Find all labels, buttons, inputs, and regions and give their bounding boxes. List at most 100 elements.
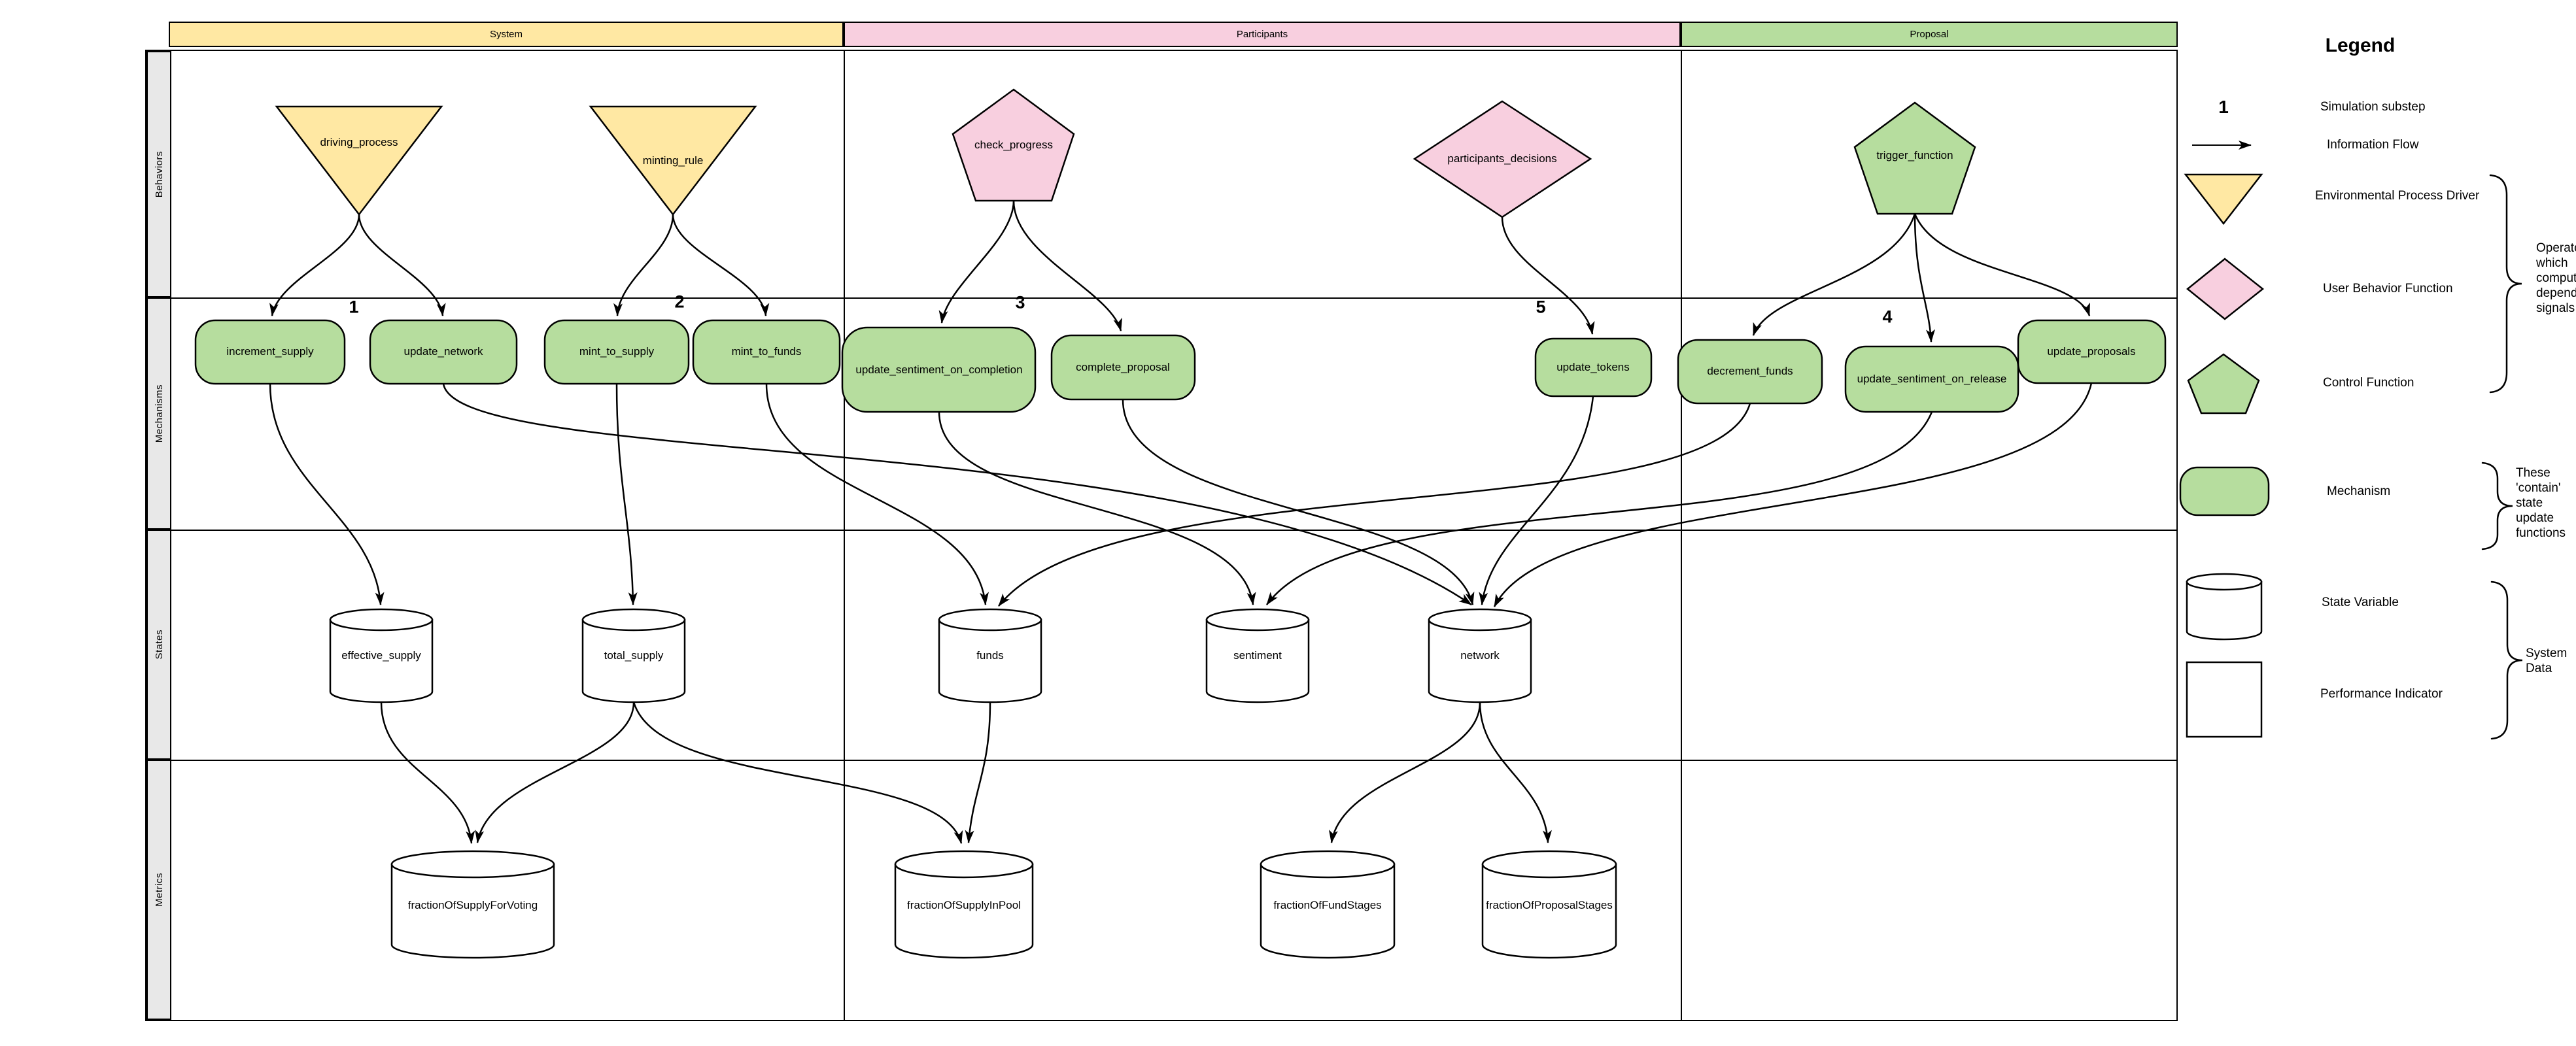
node-participants_decisions-label: participants_decisions xyxy=(1447,152,1557,165)
node-total_supply-shape[interactable] xyxy=(581,608,686,703)
legend-performance-indicator-icon xyxy=(2186,661,2263,738)
node-decrement_funds-shape[interactable] xyxy=(1677,339,1823,405)
node-participants_decisions-shape[interactable] xyxy=(1413,100,1592,218)
node-fractionOfFundStages-label: fractionOfFundStages xyxy=(1273,899,1382,911)
row-header-states: States xyxy=(146,530,171,760)
node-update_network-shape[interactable] xyxy=(369,319,518,385)
edge-participants_decisions-update_tokens[interactable] xyxy=(1501,216,1595,335)
edge-network-fractionOfFundStages[interactable] xyxy=(1329,701,1481,843)
edge-check_progress-update_sentiment_on_completion[interactable] xyxy=(938,200,1015,324)
legend-item-control-function: Control Function xyxy=(2323,376,2414,390)
edge-complete_proposal-network[interactable] xyxy=(1122,399,1475,605)
node-driving_process-label: driving_process xyxy=(320,136,398,148)
edge-funds-fractionOfSupplyInPool[interactable] xyxy=(965,701,991,843)
edge-total_supply-fractionOfSupplyForVoting[interactable] xyxy=(475,701,635,843)
node-update_sentiment_on_completion-shape[interactable] xyxy=(841,326,1037,413)
node-minting_rule-label: minting_rule xyxy=(642,154,704,167)
substep-number-2: 2 xyxy=(674,292,685,312)
lane-header-participants: Participants xyxy=(844,22,1681,47)
node-fractionOfSupplyInPool-label: fractionOfSupplyInPool xyxy=(907,899,1021,911)
legend-item-simulation-substep: Simulation substep xyxy=(2320,100,2426,114)
edge-decrement_funds-funds[interactable] xyxy=(998,403,1751,607)
column-divider xyxy=(844,51,845,1020)
node-driving_process-shape[interactable] xyxy=(275,105,443,216)
substep-number-5: 5 xyxy=(1536,297,1546,317)
node-update_proposals-shape[interactable] xyxy=(2017,319,2167,384)
edge-effective_supply-fractionOfSupplyForVoting[interactable] xyxy=(380,701,475,844)
node-mint_to_supply-label: mint_to_supply xyxy=(579,345,655,358)
edge-check_progress-complete_proposal[interactable] xyxy=(1012,200,1122,331)
edge-increment_supply-effective_supply[interactable] xyxy=(269,383,385,605)
node-complete_proposal-label: complete_proposal xyxy=(1076,361,1170,373)
edge-update_sentiment_on_completion-sentiment[interactable] xyxy=(938,411,1256,605)
lane-header-proposal-label: Proposal xyxy=(1910,29,1949,40)
edge-driving_process-update_network[interactable] xyxy=(358,214,446,316)
node-mint_to_funds-shape[interactable] xyxy=(692,319,841,385)
legend-note-signal-operators: Operators which compute state dependent … xyxy=(2536,241,2576,315)
substep-number-1: 1 xyxy=(349,297,359,317)
node-effective_supply-shape[interactable] xyxy=(329,608,434,703)
node-update_sentiment_on_release-label: update_sentiment_on_release xyxy=(1857,373,2007,385)
edge-minting_rule-mint_to_supply[interactable] xyxy=(613,214,674,316)
edge-trigger_function-decrement_funds[interactable] xyxy=(1752,213,1916,336)
node-complete_proposal-shape[interactable] xyxy=(1050,334,1196,401)
edge-total_supply-fractionOfSupplyInPool[interactable] xyxy=(632,701,963,844)
edge-minting_rule-mint_to_funds[interactable] xyxy=(672,214,770,316)
node-mint_to_funds-label: mint_to_funds xyxy=(731,345,802,358)
lane-header-participants-label: Participants xyxy=(1236,29,1288,40)
node-increment_supply-shape[interactable] xyxy=(194,319,346,385)
node-check_progress-shape[interactable] xyxy=(952,88,1075,202)
node-fractionOfSupplyInPool-shape[interactable] xyxy=(894,850,1034,959)
node-network-shape[interactable] xyxy=(1428,608,1532,703)
node-trigger_function-shape[interactable] xyxy=(1853,101,1976,215)
edge-network-fractionOfProposalStages[interactable] xyxy=(1479,701,1552,843)
legend-item-user-behavior-function: User Behavior Function xyxy=(2323,282,2453,295)
substep-number-4: 4 xyxy=(1882,307,1893,327)
node-update_proposals-label: update_proposals xyxy=(2047,345,2136,358)
legend-environmental-process-driver-icon xyxy=(2184,173,2263,226)
legend-state-variable-icon xyxy=(2186,573,2263,641)
edge-mint_to_supply-total_supply[interactable] xyxy=(615,383,638,605)
edge-mint_to_funds-funds[interactable] xyxy=(765,383,989,605)
grid-border xyxy=(145,50,2178,1021)
edge-trigger_function-update_sentiment_on_release[interactable] xyxy=(1914,213,1936,343)
edge-trigger_function-update_proposals[interactable] xyxy=(1914,213,2091,316)
legend-brace-signal-operators xyxy=(2489,174,2522,394)
node-funds-shape[interactable] xyxy=(938,608,1042,703)
row-divider xyxy=(171,760,2178,761)
node-total_supply-label: total_supply xyxy=(604,649,664,662)
node-fractionOfFundStages-shape[interactable] xyxy=(1260,850,1396,959)
node-check_progress-label: check_progress xyxy=(974,139,1054,151)
legend-item-environmental-process-driver: Environmental Process Driver xyxy=(2315,189,2480,203)
node-sentiment-shape[interactable] xyxy=(1205,608,1310,703)
node-minting_rule-shape[interactable] xyxy=(589,105,757,216)
node-update_sentiment_on_release-shape[interactable] xyxy=(1844,345,2019,413)
legend-brace-system-data xyxy=(2490,581,2523,740)
edge-update_proposals-network[interactable] xyxy=(1493,382,2093,607)
edge-driving_process-increment_supply[interactable] xyxy=(269,214,360,316)
legend-user-behavior-function-icon xyxy=(2186,258,2265,320)
column-divider xyxy=(1681,51,1682,1020)
node-fractionOfProposalStages-shape[interactable] xyxy=(1481,850,1617,959)
legend-control-function-icon xyxy=(2187,353,2260,414)
node-fractionOfSupplyForVoting-label: fractionOfSupplyForVoting xyxy=(407,899,538,911)
node-fractionOfSupplyForVoting-shape[interactable] xyxy=(390,850,555,959)
row-divider xyxy=(171,530,2178,531)
edge-update_network-network[interactable] xyxy=(442,383,1472,606)
edge-update_tokens-network[interactable] xyxy=(1479,396,1594,605)
node-trigger_function-label: trigger_function xyxy=(1876,149,1953,161)
node-network-label: network xyxy=(1460,649,1500,662)
legend-item-information-flow: Information Flow xyxy=(2327,138,2419,152)
row-header-metrics: Metrics xyxy=(146,760,171,1020)
substep-number-3: 3 xyxy=(1015,292,1025,312)
node-mint_to_supply-shape[interactable] xyxy=(543,319,690,385)
node-update_sentiment_on_completion-label: update_sentiment_on_completion xyxy=(855,363,1023,376)
node-effective_supply-label: effective_supply xyxy=(341,649,421,662)
edge-update_sentiment_on_release-sentiment[interactable] xyxy=(1265,411,1933,605)
node-update_tokens-shape[interactable] xyxy=(1534,337,1653,397)
legend-item-state-variable: State Variable xyxy=(2322,596,2399,609)
node-increment_supply-label: increment_supply xyxy=(226,345,314,358)
node-decrement_funds-label: decrement_funds xyxy=(1707,365,1793,377)
